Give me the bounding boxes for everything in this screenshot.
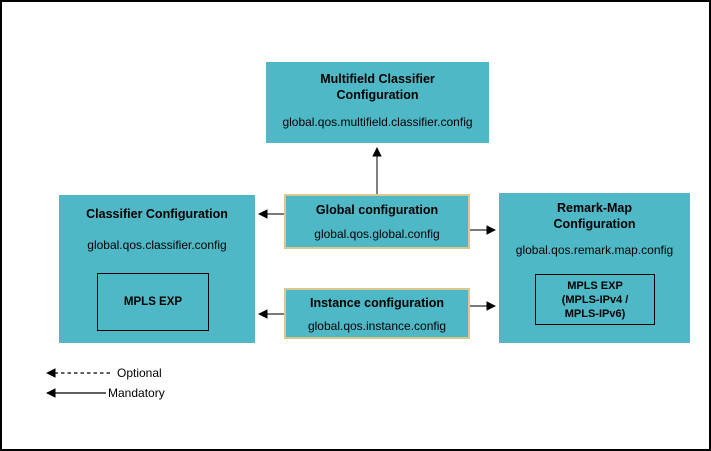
legend-mandatory-label: Mandatory [108,386,165,400]
box-multifield-classifier-configuration: Multifield Classifier Configuration glob… [266,62,489,143]
remark-map-title: Remark-Map Configuration [553,201,636,231]
classifier-mpls-exp-box: MPLS EXP [97,273,209,331]
box-classifier-configuration: Classifier Configuration global.qos.clas… [59,195,255,343]
classifier-mpls-exp-label: MPLS EXP [123,296,183,308]
global-title: Global configuration [315,203,439,217]
box-global-configuration: Global configuration global.qos.global.c… [284,194,470,249]
instance-config-path: global.qos.instance.config [307,319,447,333]
multifield-title: Multifield Classifier Configuration [320,72,435,102]
instance-title: Instance configuration [309,296,445,310]
box-instance-configuration: Instance configuration global.qos.instan… [284,288,470,339]
remark-map-mpls-exp-box: MPLS EXP (MPLS-IPv4 / MPLS-IPv6) [535,274,655,325]
legend-optional-label: Optional [117,366,162,380]
classifier-config-path: global.qos.classifier.config [87,238,227,252]
remark-map-config-path: global.qos.remark.map.config [515,243,674,257]
classifier-title: Classifier Configuration [86,207,228,221]
multifield-config-path: global.qos.multifield.classifier.config [282,115,473,129]
global-config-path: global.qos.global.config [314,227,440,241]
remark-map-mpls-exp-label: MPLS EXP (MPLS-IPv4 / MPLS-IPv6) [561,279,629,320]
box-remark-map-configuration: Remark-Map Configuration global.qos.rema… [499,193,690,343]
